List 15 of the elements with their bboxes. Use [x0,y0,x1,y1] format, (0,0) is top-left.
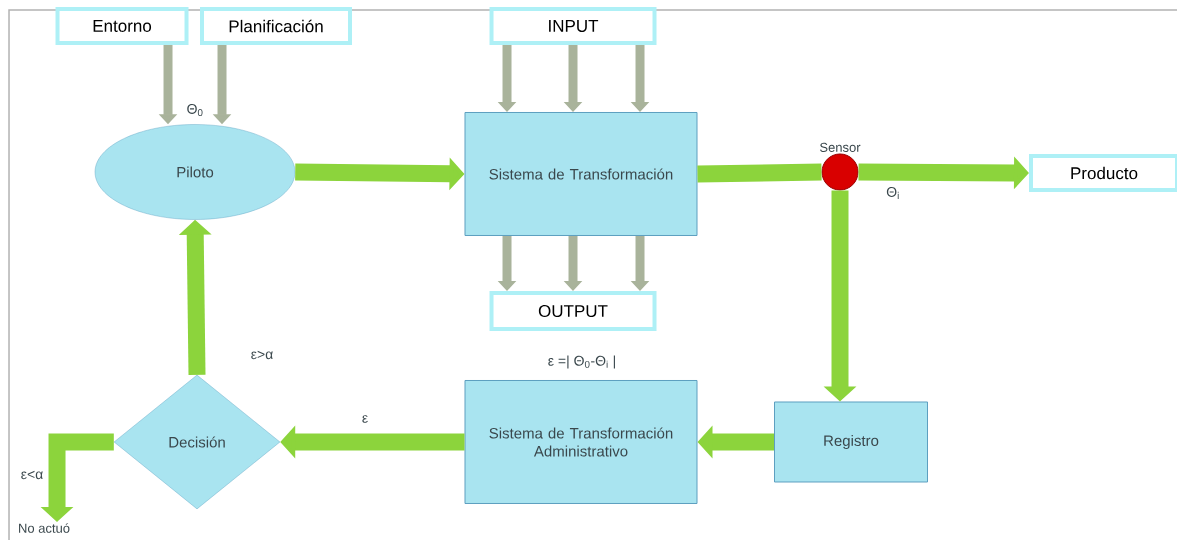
edge-label: ε [360,414,370,424]
symbol-label: Θ$_{i}$ [886,187,899,199]
edge-label: ε<α [19,469,45,481]
edge-label: ε>α [249,349,275,361]
terminal-text: No actuó [19,523,70,533]
label-box: Planificación [200,7,352,45]
process-box: Sistema de Transformación Administrativo [464,380,698,504]
label-box: OUTPUT [489,291,657,331]
node-label: Sensor [820,142,861,152]
symbol-label: ε =| Θ$_{0}$-Θ$_{i}$ | [548,355,615,369]
label-box: INPUT [489,7,657,45]
label-box: Producto [1029,154,1177,192]
process-box: Registro [774,401,928,483]
label-box: Entorno [55,7,189,45]
process-box: Sistema de Transformación [464,112,698,236]
